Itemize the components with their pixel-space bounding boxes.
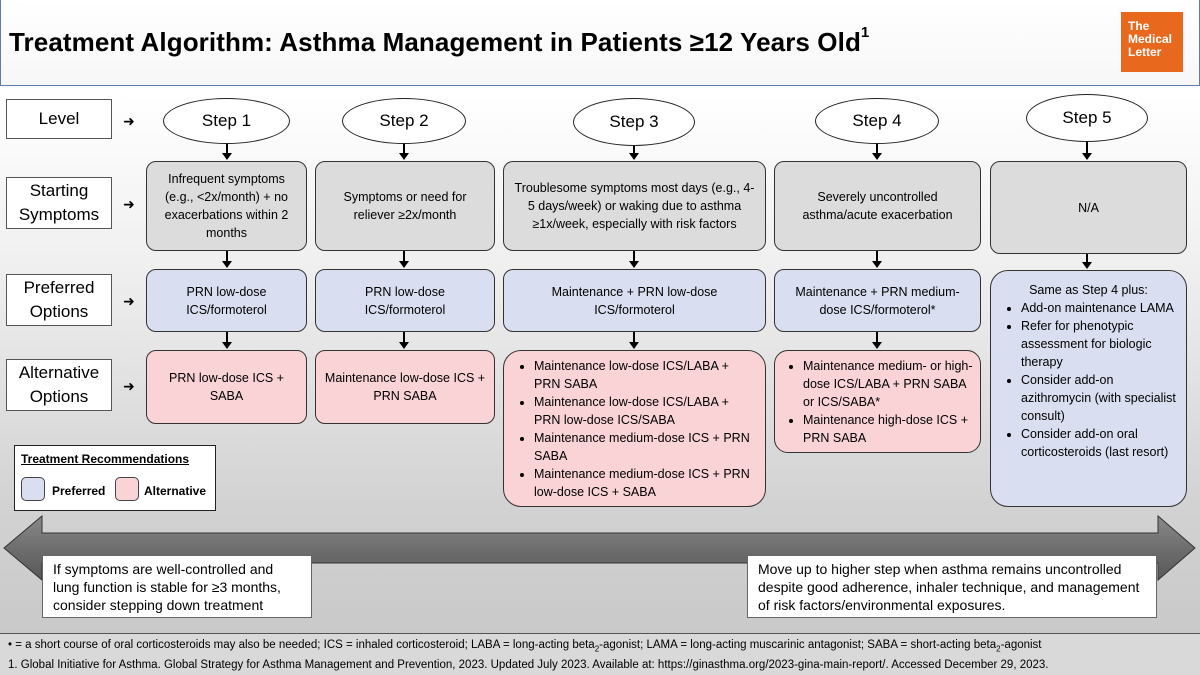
right-arrow-icon: ➜ <box>123 378 135 394</box>
down-arrow-icon <box>399 153 409 160</box>
legend: Treatment Recommendations Preferred Alte… <box>14 445 216 511</box>
page-title: Treatment Algorithm: Asthma Management i… <box>9 24 870 57</box>
legend-label-preferred: Preferred <box>52 484 106 498</box>
header-bar <box>0 0 1200 86</box>
down-arrow-icon <box>222 261 232 268</box>
list-item: Consider add-on azithromycin (with speci… <box>1021 371 1178 425</box>
connector-line <box>1086 254 1088 263</box>
symptoms-step-5: N/A <box>990 161 1187 254</box>
legend-swatch-preferred <box>21 477 45 501</box>
down-arrow-icon <box>629 261 639 268</box>
list-item: Consider add-on oral corticosteroids (la… <box>1021 425 1178 461</box>
right-arrow-icon: ➜ <box>123 196 135 212</box>
symptoms-step-4: Severely uncontrolled asthma/acute exace… <box>774 161 981 251</box>
connector-line <box>633 251 635 262</box>
medical-letter-logo: The Medical Letter <box>1121 12 1183 72</box>
down-arrow-icon <box>222 342 232 349</box>
preferred-step-3: Maintenance + PRN low-dose ICS/formotero… <box>503 269 766 332</box>
connector-line <box>633 146 635 154</box>
step-4-oval: Step 4 <box>815 98 939 144</box>
list-item: Maintenance medium-dose ICS + PRN low-do… <box>534 465 757 501</box>
symptoms-step-1: Infrequent symptoms (e.g., <2x/month) + … <box>146 161 307 251</box>
down-arrow-icon <box>629 153 639 160</box>
alternative-step-1: PRN low-dose ICS + SABA <box>146 350 307 424</box>
step-up-note: Move up to higher step when asthma remai… <box>747 555 1157 618</box>
footnote-abbreviations: • = a short course of oral corticosteroi… <box>8 639 1042 654</box>
list-item: Refer for phenotypic assessment for biol… <box>1021 317 1178 371</box>
preferred-step-5: Same as Step 4 plus: Add-on maintenance … <box>990 270 1187 507</box>
preferred-step-2: PRN low-dose ICS/formoterol <box>315 269 495 332</box>
list-item: Maintenance high-dose ICS + PRN SABA <box>803 411 974 447</box>
step-1-oval: Step 1 <box>163 98 290 144</box>
step-3-oval: Step 3 <box>573 98 695 146</box>
preferred-step-4: Maintenance + PRN medium-dose ICS/formot… <box>774 269 981 332</box>
connector-line <box>1086 142 1088 154</box>
connector-line <box>633 332 635 343</box>
row-label-level: Level <box>6 99 112 139</box>
down-arrow-icon <box>872 261 882 268</box>
list-item: Maintenance low-dose ICS/LABA + PRN SABA <box>534 357 757 393</box>
alternative-step-3: Maintenance low-dose ICS/LABA + PRN SABA… <box>503 350 766 507</box>
footer-notes: • = a short course of oral corticosteroi… <box>0 633 1200 675</box>
down-arrow-icon <box>399 261 409 268</box>
down-arrow-icon <box>222 153 232 160</box>
connector-line <box>403 144 405 154</box>
down-arrow-icon <box>1082 262 1092 269</box>
down-arrow-icon <box>1082 153 1092 160</box>
legend-label-alternative: Alternative <box>144 484 207 498</box>
legend-swatch-alternative <box>115 477 139 501</box>
down-arrow-icon <box>629 342 639 349</box>
connector-line <box>403 251 405 262</box>
down-arrow-icon <box>872 342 882 349</box>
right-arrow-icon: ➜ <box>123 113 135 129</box>
connector-line <box>876 251 878 262</box>
symptoms-step-3: Troublesome symptoms most days (e.g., 4-… <box>503 161 766 251</box>
alternative-step-4: Maintenance medium- or high-dose ICS/LAB… <box>774 350 981 453</box>
step-2-oval: Step 2 <box>342 98 466 144</box>
symptoms-step-2: Symptoms or need for reliever ≥2x/month <box>315 161 495 251</box>
step-5-oval: Step 5 <box>1026 94 1148 142</box>
step-5-intro: Same as Step 4 plus: <box>1029 283 1148 297</box>
connector-line <box>876 332 878 343</box>
list-item: Maintenance medium- or high-dose ICS/LAB… <box>803 357 974 411</box>
footnote-reference: 1. Global Initiative for Asthma. Global … <box>8 659 1049 672</box>
right-arrow-icon: ➜ <box>123 293 135 309</box>
down-arrow-icon <box>872 153 882 160</box>
step-down-note: If symptoms are well-controlled and lung… <box>42 555 312 618</box>
legend-title: Treatment Recommendations <box>21 452 190 466</box>
connector-line <box>403 332 405 343</box>
connector-line <box>226 144 228 154</box>
down-arrow-icon <box>399 342 409 349</box>
alternative-step-2: Maintenance low-dose ICS + PRN SABA <box>315 350 495 424</box>
connector-line <box>226 251 228 262</box>
connector-line <box>226 332 228 343</box>
connector-line <box>876 144 878 154</box>
list-item: Add-on maintenance LAMA <box>1021 299 1178 317</box>
preferred-step-1: PRN low-dose ICS/formoterol <box>146 269 307 332</box>
list-item: Maintenance low-dose ICS/LABA + PRN low-… <box>534 393 757 429</box>
list-item: Maintenance medium-dose ICS + PRN SABA <box>534 429 757 465</box>
